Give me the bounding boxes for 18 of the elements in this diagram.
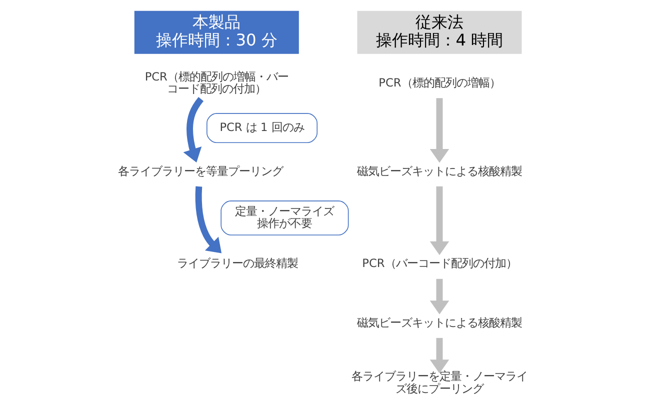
node-text: 磁気ビーズキットによる核酸精製 xyxy=(356,315,522,330)
arrow xyxy=(430,278,450,314)
node-text: 各ライブラリーを等量プーリング xyxy=(118,164,283,178)
node-text: 磁気ビーズキットによる核酸精製 xyxy=(356,164,522,178)
node-text: PCR（標的配列の増幅・バーコード配列の付加） xyxy=(144,69,288,96)
node-box: PCR は 1 回のみ xyxy=(206,113,318,143)
node-box: 本製品 操作時間：30 分 xyxy=(134,10,299,54)
node-text: ライブラリーの最終精製 xyxy=(177,256,298,270)
arrow xyxy=(183,96,204,162)
arrow xyxy=(430,98,450,163)
node-text: PCR（標的配列の増幅） xyxy=(378,75,500,90)
arrow xyxy=(195,186,222,254)
arrow xyxy=(430,186,450,256)
node-box: 従来法 操作時間：4 時間 xyxy=(357,10,522,54)
node-text: PCR（バーコード配列の付加） xyxy=(362,256,517,270)
node-text: 各ライブラリーを定量・ノーマライズ後にプーリング xyxy=(351,369,528,396)
arrow xyxy=(430,338,450,374)
node-box: 定量・ノーマライズ操作が不要 xyxy=(220,200,349,236)
